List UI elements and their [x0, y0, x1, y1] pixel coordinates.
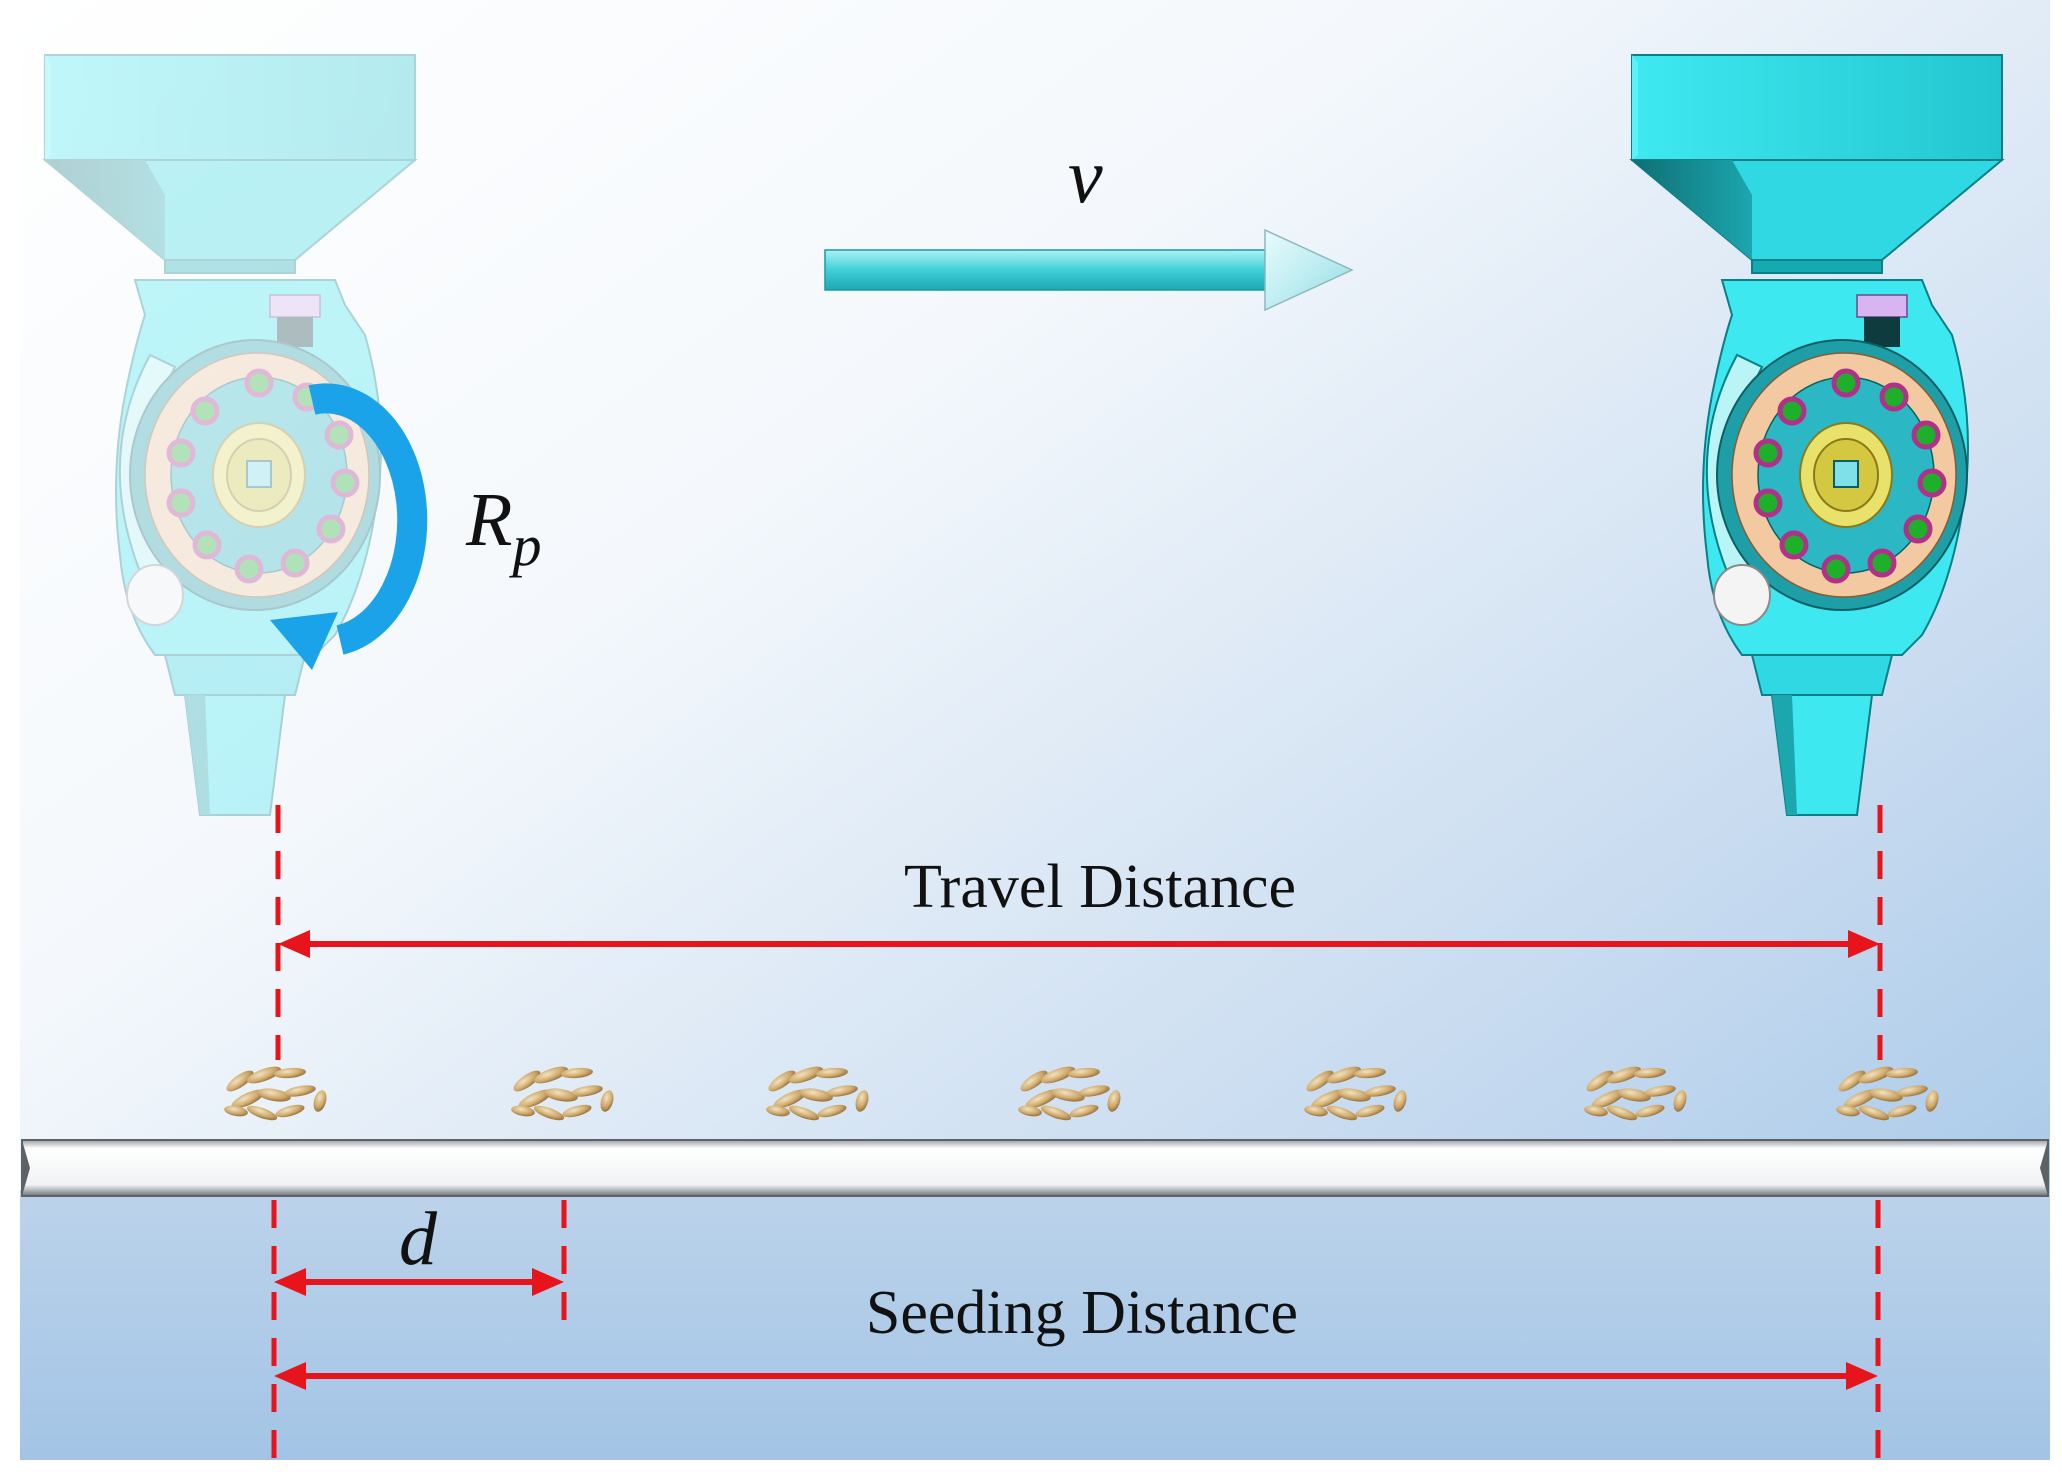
right-arrow-icon: [824, 228, 1354, 312]
travel-distance-label: Travel Distance: [904, 853, 1296, 921]
rotation-label: Rp: [465, 478, 541, 578]
seeding-distance-dimension: [274, 1200, 1881, 1460]
ground-bar: [21, 1139, 2049, 1197]
seed-spacing-dimension: [271, 1200, 567, 1460]
travel-distance-dimension: [275, 805, 1883, 1060]
seeding-distance-label: Seeding Distance: [866, 1279, 1298, 1347]
ground-area: [20, 1190, 2050, 1460]
seed-spacing-label: d: [399, 1197, 438, 1281]
velocity-label: v: [1068, 132, 1103, 219]
curved-rotation-arrow-icon: [270, 383, 428, 670]
